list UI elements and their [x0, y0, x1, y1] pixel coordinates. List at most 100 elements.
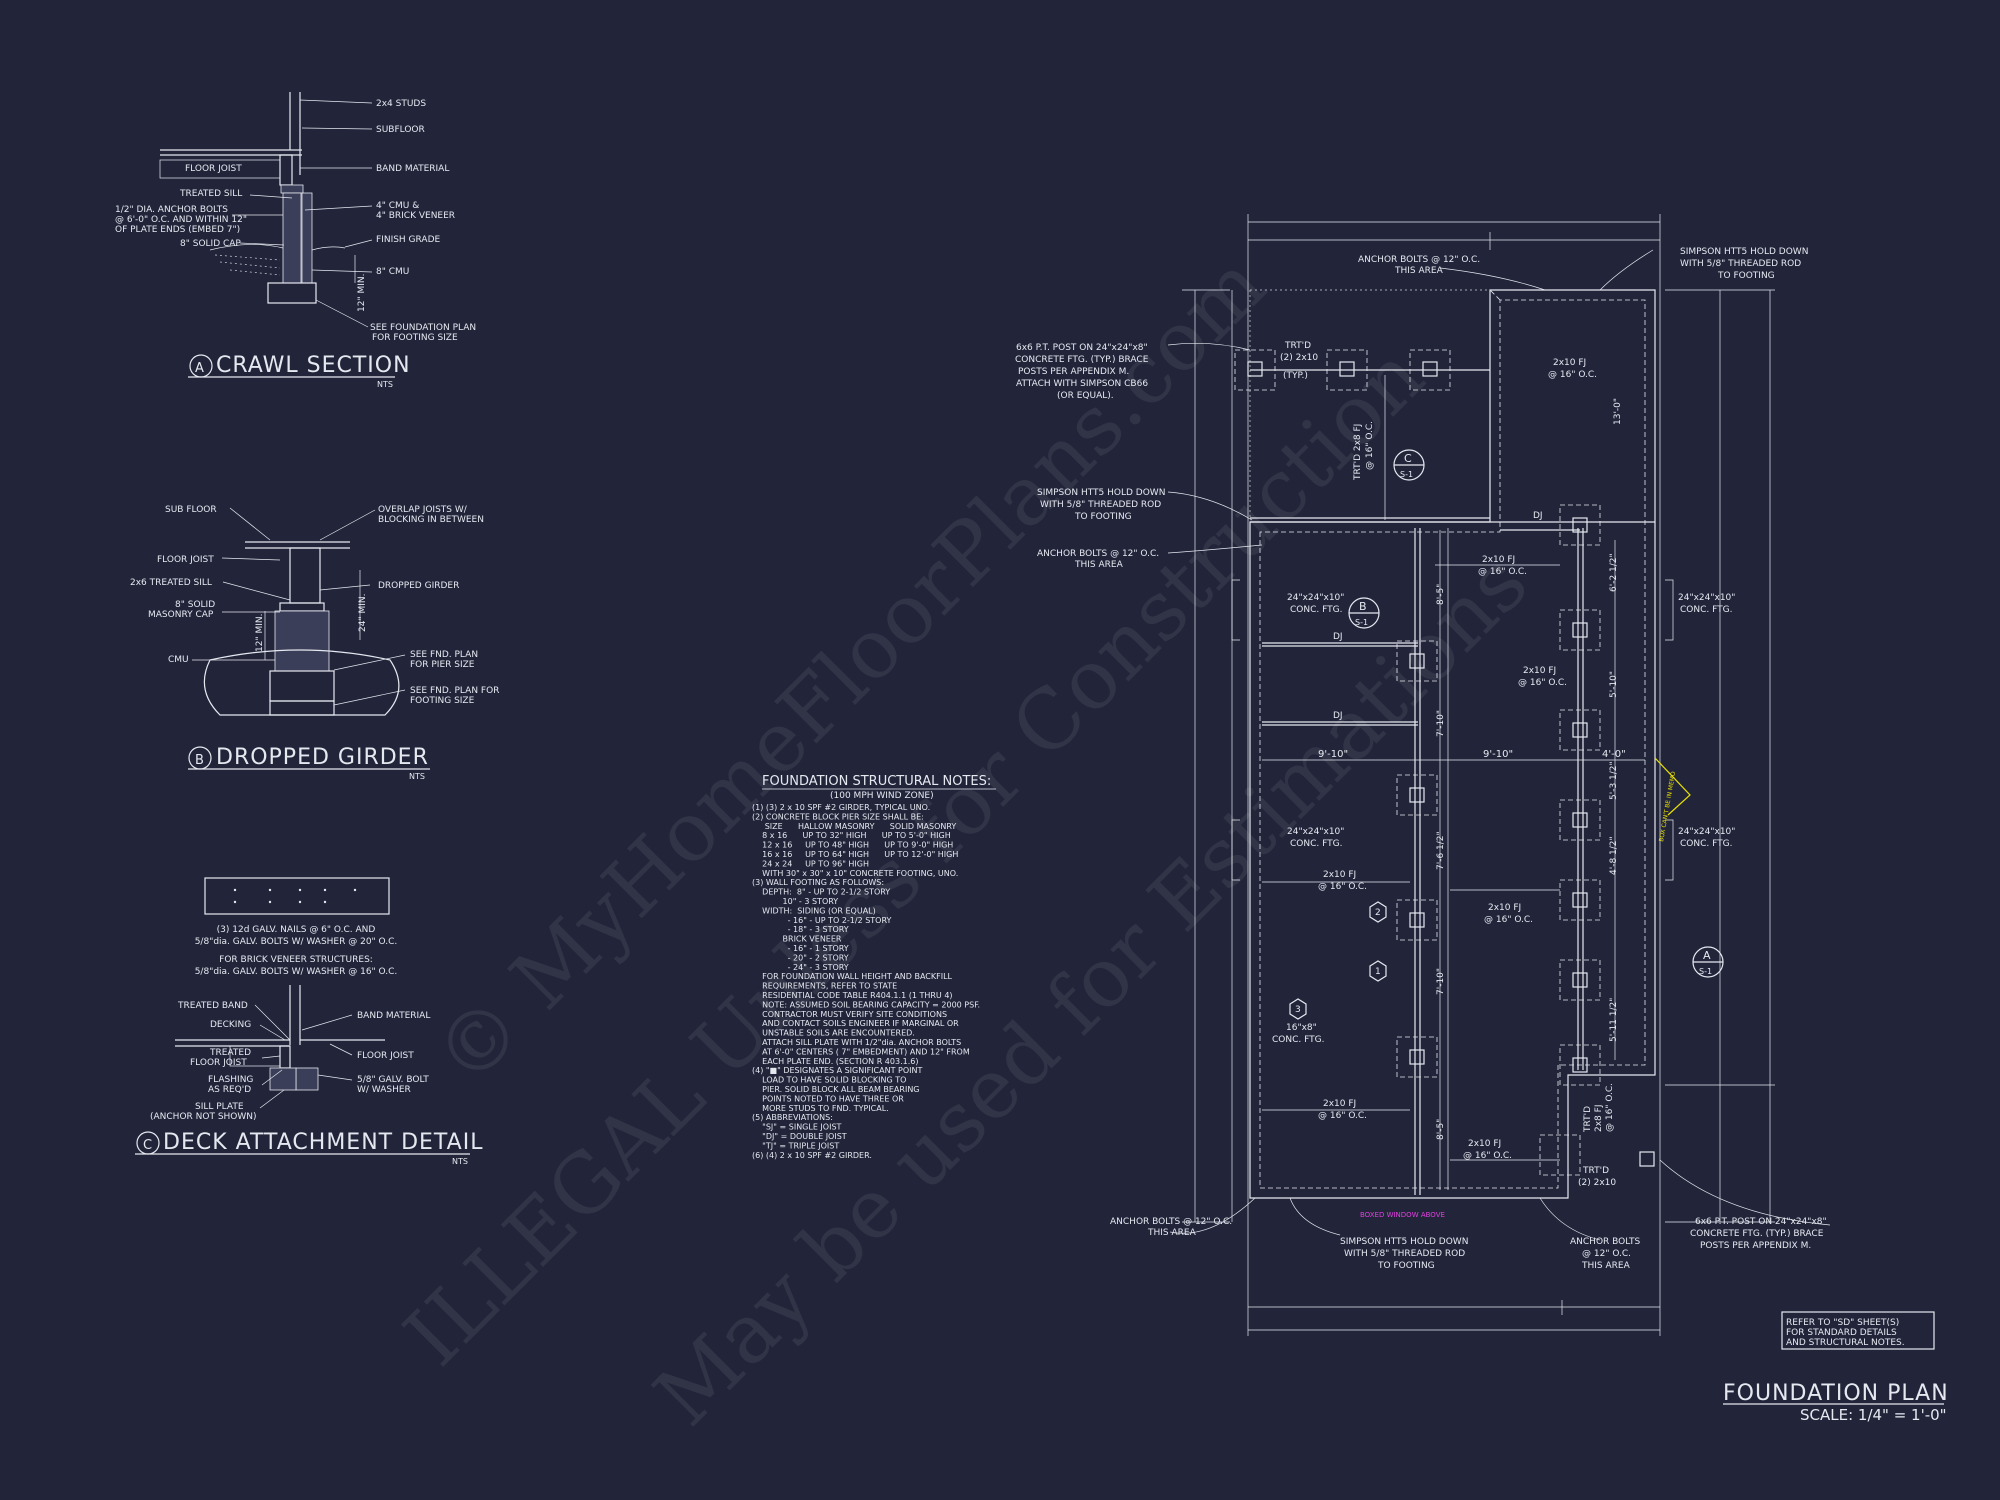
- callout-simpson-l-2: WITH 5/8" THREADED ROD: [1040, 500, 1161, 510]
- dropped-girder-nts: NTS: [409, 772, 425, 781]
- notes-line: WITH 30" x 30" x 10" CONCRETE FOOTING, U…: [752, 869, 958, 878]
- dim-53: 5'-3 1/2": [1609, 761, 1619, 800]
- notes-line: DEPTH: 8" - UP TO 2-1/2 STORY: [752, 888, 890, 897]
- notes-line: REQUIREMENTS, REFER TO STATE: [752, 982, 897, 991]
- label-floor-joist: FLOOR JOIST: [185, 164, 242, 174]
- notes-line: CONTRACTOR MUST VERIFY SITE CONDITIONS: [752, 1010, 947, 1019]
- label-anchor-bolts-2: @ 6'-0" O.C. AND WITHIN 12": [115, 215, 247, 225]
- callout-anchor-top-1: ANCHOR BOLTS @ 12" O.C.: [1358, 255, 1480, 265]
- dj-2: DJ: [1333, 632, 1343, 642]
- trtd-top-3: (TYP.): [1283, 371, 1308, 381]
- tag-a-sheet: S-1: [1699, 967, 1712, 976]
- notes-subheading: (100 MPH WIND ZONE): [830, 791, 934, 801]
- notes-line: "TJ" = TRIPLE JOIST: [752, 1141, 839, 1150]
- label-band-material: BAND MATERIAL: [376, 164, 449, 174]
- callout-simpson-b-1: SIMPSON HTT5 HOLD DOWN: [1340, 1237, 1468, 1247]
- notes-line: 8 x 16 UP TO 32" HIGH UP TO 5'-0" HIGH: [752, 831, 951, 840]
- crawl-section-title: CRAWL SECTION: [216, 353, 411, 378]
- trtd-bot-2: (2) 2x10: [1578, 1178, 1616, 1188]
- label-dropped-girder: DROPPED GIRDER: [378, 581, 459, 591]
- dim-85-a: 8'-5": [1436, 584, 1446, 605]
- foundation-structural-notes: FOUNDATION STRUCTURAL NOTES: (100 MPH WI…: [752, 774, 996, 1160]
- label-treated-joist-2: FLOOR JOIST: [190, 1058, 247, 1068]
- conc-ftg-r2-b: CONC. FTG.: [1680, 839, 1732, 849]
- label-treated-sill-b: 2x6 TREATED SILL: [130, 578, 212, 588]
- callout-simpson-l-3: TO FOOTING: [1074, 512, 1132, 522]
- callout-post-4: ATTACH WITH SIMPSON CB66: [1016, 379, 1148, 389]
- label-sill-2: (ANCHOR NOT SHOWN): [150, 1112, 257, 1122]
- notes-line: 16 x 16 UP TO 64" HIGH UP TO 12'-0" HIGH: [752, 850, 958, 859]
- label-solid-cap: 8" SOLID CAP: [180, 239, 241, 249]
- notes-line: AT 6'-0" CENTERS ( 7" EMBEDMENT) AND 12"…: [752, 1047, 970, 1056]
- callout-post-5: (OR EQUAL).: [1057, 391, 1114, 401]
- notes-line: - 18" - 3 STORY: [752, 925, 849, 934]
- label-cmu-veneer-1: 4" CMU &: [376, 201, 419, 211]
- trtd-top-1: TRT'D: [1284, 341, 1311, 351]
- notes-line: EACH PLATE END. (SECTION R 403.1.6): [752, 1057, 918, 1066]
- callout-post-2: CONCRETE FTG. (TYP.) BRACE: [1015, 355, 1149, 365]
- deck-attachment-tag: C: [143, 1138, 152, 1153]
- fj-3-b: @ 16" O.C.: [1518, 678, 1567, 688]
- label-solid-2: MASONRY CAP: [148, 610, 214, 620]
- conc-ftg-l2-b: CONC. FTG.: [1290, 839, 1342, 849]
- callout-post-1: 6x6 P.T. POST ON 24"x24"x8": [1016, 343, 1148, 353]
- dj-1: DJ: [1533, 511, 1543, 521]
- dim-710-a: 7'-10": [1436, 710, 1446, 737]
- callout-anchor-l-2: THIS AREA: [1074, 560, 1124, 570]
- porch-posts: [1234, 349, 1655, 1176]
- conc-16-a: 16"x8": [1286, 1023, 1317, 1033]
- foundation-plan: C S-1 B S-1 A S-1 2 1 3 ANCHOR BOLTS @ 1…: [1015, 214, 1948, 1424]
- label-see-fnd-1: SEE FOUNDATION PLAN: [370, 323, 476, 333]
- label-treated-band: TREATED BAND: [177, 1001, 248, 1011]
- label-ftg-1: SEE FND. PLAN FOR: [410, 686, 499, 696]
- dim-510: 5'-10": [1609, 671, 1619, 698]
- notes-line: (2) CONCRETE BLOCK PIER SIZE SHALL BE:: [752, 812, 924, 821]
- callout-simpson-b-3: TO FOOTING: [1377, 1261, 1435, 1271]
- tag-c: C: [1404, 452, 1412, 465]
- dim-48: 4'-8 1/2": [1609, 836, 1619, 875]
- callout-anchor-l-1: ANCHOR BOLTS @ 12" O.C.: [1037, 549, 1159, 559]
- notes-line: (3) WALL FOOTING AS FOLLOWS:: [752, 878, 884, 887]
- key-note-1: 1: [1375, 967, 1381, 977]
- label-solid-1: 8" SOLID: [175, 600, 215, 610]
- label-overlap-1: OVERLAP JOISTS W/: [378, 505, 468, 515]
- deck-attachment-nts: NTS: [452, 1157, 468, 1166]
- notes-line: MORE STUDS TO FND. TYPICAL.: [752, 1104, 889, 1113]
- callout-simpson-tr-3: TO FOOTING: [1717, 271, 1775, 281]
- dim-411: 5'-11 1/2": [1609, 998, 1619, 1042]
- label-anchor-bolts-1: 1/2" DIA. ANCHOR BOLTS: [115, 205, 228, 215]
- notes-line: LOAD TO HAVE SOLID BLOCKING TO: [752, 1076, 906, 1085]
- label-pier-1: SEE FND. PLAN: [410, 650, 478, 660]
- fj-5-b: @ 16" O.C.: [1484, 915, 1533, 925]
- notes-line: - 16" - 1 STORY: [752, 944, 849, 953]
- fj-6-a: 2x10 FJ: [1323, 1099, 1356, 1109]
- notes-line: WIDTH: SIDING (OR EQUAL): [752, 906, 876, 915]
- deck-attachment-detail: (3) 12d GALV. NAILS @ 6" O.C. AND 5/8"di…: [135, 877, 482, 1166]
- callout-post-3: POSTS PER APPENDIX M.: [1018, 367, 1129, 377]
- label-treated-joist-1: TREATED: [209, 1048, 251, 1058]
- refer-line-3: AND STRUCTURAL NOTES.: [1786, 1338, 1905, 1348]
- trtd-vert-5: @ 16" O.C.: [1605, 1083, 1615, 1132]
- fj-3-a: 2x10 FJ: [1523, 666, 1556, 676]
- dim-62: 6'-2 1/2": [1609, 553, 1619, 592]
- notes-line: SIZE HALLOW MASONRY SOLID MASONRY: [752, 822, 956, 831]
- notes-line: UNSTABLE SOILS ARE ENCOUNTERED.: [752, 1029, 915, 1038]
- notes-line: FOR FOUNDATION WALL HEIGHT AND BACKFILL: [752, 972, 953, 981]
- conc-ftg-r2-a: 24"x24"x10": [1678, 827, 1735, 837]
- notes-line: (1) (3) 2 x 10 SPF #2 GIRDER, TYPICAL UN…: [752, 803, 930, 812]
- conc-ftg-r1-a: 24"x24"x10": [1678, 593, 1735, 603]
- callout-anchor-top-2: THIS AREA: [1394, 266, 1444, 276]
- callout-anchor-br-2: @ 12" O.C.: [1582, 1249, 1631, 1259]
- label-flashing-2: AS REQ'D: [208, 1085, 251, 1095]
- label-12-min-b: 12" MIN.: [255, 614, 265, 652]
- conc-ftg-r1-b: CONC. FTG.: [1680, 605, 1732, 615]
- fj-4-b: @ 16" O.C.: [1318, 882, 1367, 892]
- tag-c-sheet: S-1: [1400, 470, 1413, 479]
- label-finish-grade: FINISH GRADE: [376, 235, 441, 245]
- callout-post-br-1: 6x6 P.T. POST ON 24"x24"x8": [1695, 1217, 1827, 1227]
- boxed-window-note: BOXED WINDOW ABOVE: [1360, 1211, 1445, 1219]
- deck-note-2: 5/8"dia. GALV. BOLTS W/ WASHER @ 20" O.C…: [195, 937, 398, 947]
- dropped-girder-title: DROPPED GIRDER: [216, 745, 429, 770]
- dim-910-a: 9'-10": [1318, 749, 1348, 760]
